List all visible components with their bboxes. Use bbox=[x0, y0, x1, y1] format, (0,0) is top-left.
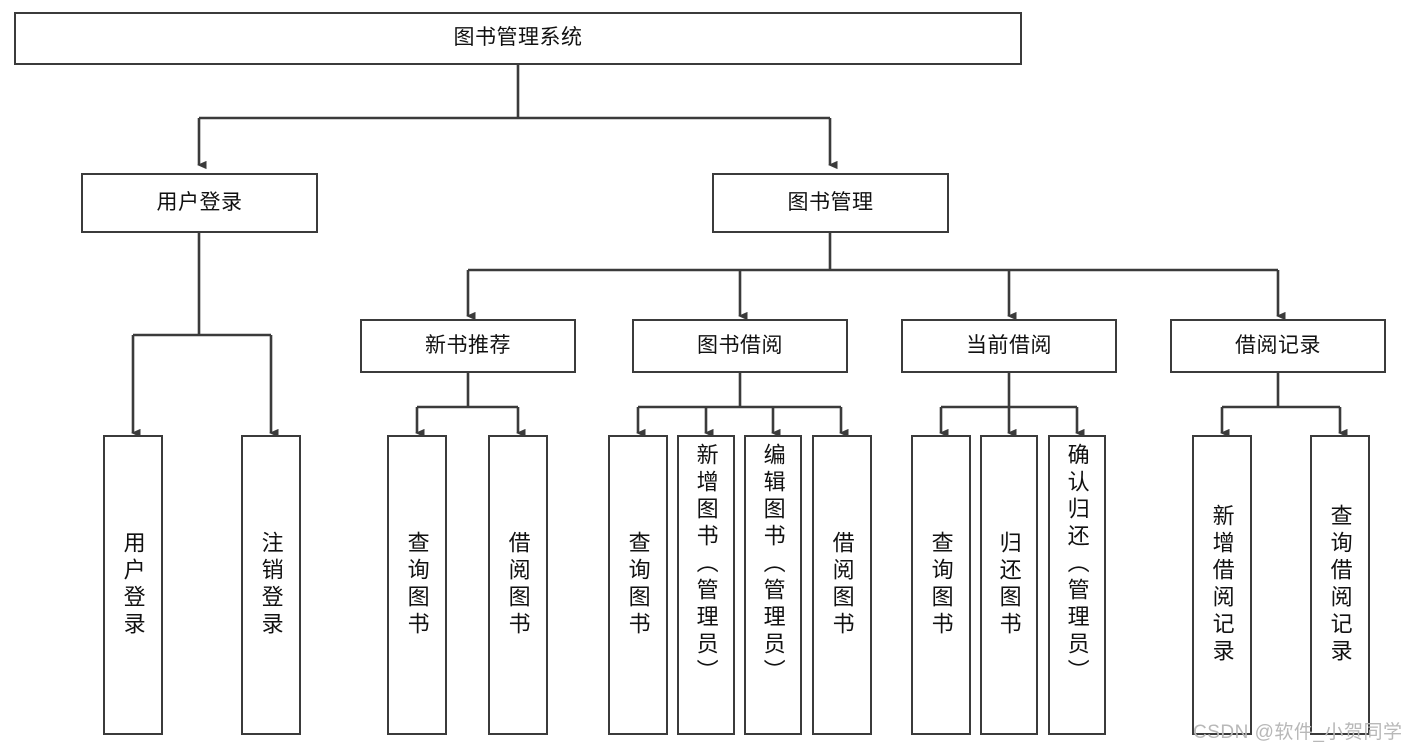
node-leaf-borrow-book-1-label: 借阅图书 bbox=[505, 531, 531, 639]
node-current-borrow[interactable]: 当前借阅 bbox=[901, 319, 1117, 373]
node-root[interactable]: 图书管理系统 bbox=[14, 12, 1022, 65]
node-leaf-query-book-3-label: 查询图书 bbox=[928, 531, 954, 639]
node-leaf-borrow-book-2-label: 借阅图书 bbox=[829, 531, 855, 639]
node-new-book-recommend[interactable]: 新书推荐 bbox=[360, 319, 576, 373]
csdn-watermark: CSDN @软件_小贺同学 bbox=[1193, 722, 1403, 743]
node-leaf-query-record-label: 查询借阅记录 bbox=[1327, 504, 1353, 666]
node-book-manage[interactable]: 图书管理 bbox=[712, 173, 949, 233]
node-leaf-confirm-return-label: 确认归还（管理员） bbox=[1064, 443, 1090, 686]
node-leaf-query-record[interactable]: 查询借阅记录 bbox=[1310, 435, 1370, 735]
node-leaf-add-book[interactable]: 新增图书（管理员） bbox=[677, 435, 735, 735]
node-leaf-user-login[interactable]: 用户登录 bbox=[103, 435, 163, 735]
node-borrow-record[interactable]: 借阅记录 bbox=[1170, 319, 1386, 373]
node-leaf-add-record-label: 新增借阅记录 bbox=[1209, 504, 1235, 666]
node-leaf-edit-book-label: 编辑图书（管理员） bbox=[760, 443, 786, 686]
node-leaf-borrow-book-2[interactable]: 借阅图书 bbox=[812, 435, 872, 735]
node-leaf-query-book-1[interactable]: 查询图书 bbox=[387, 435, 447, 735]
node-leaf-logout-login[interactable]: 注销登录 bbox=[241, 435, 301, 735]
node-book-manage-label: 图书管理 bbox=[787, 190, 874, 214]
node-leaf-borrow-book-1[interactable]: 借阅图书 bbox=[488, 435, 548, 735]
node-book-borrow[interactable]: 图书借阅 bbox=[632, 319, 848, 373]
node-leaf-add-record[interactable]: 新增借阅记录 bbox=[1192, 435, 1252, 735]
node-book-borrow-label: 图书借阅 bbox=[697, 333, 783, 357]
node-leaf-logout-login-label: 注销登录 bbox=[258, 531, 284, 639]
node-leaf-add-book-label: 新增图书（管理员） bbox=[693, 443, 719, 686]
node-leaf-query-book-3[interactable]: 查询图书 bbox=[911, 435, 971, 735]
node-leaf-return-book[interactable]: 归还图书 bbox=[980, 435, 1038, 735]
node-user-login[interactable]: 用户登录 bbox=[81, 173, 318, 233]
node-user-login-label: 用户登录 bbox=[156, 190, 243, 214]
node-borrow-record-label: 借阅记录 bbox=[1235, 333, 1321, 357]
node-leaf-query-book-2[interactable]: 查询图书 bbox=[608, 435, 668, 735]
node-leaf-edit-book[interactable]: 编辑图书（管理员） bbox=[744, 435, 802, 735]
node-new-book-recommend-label: 新书推荐 bbox=[425, 333, 511, 357]
node-leaf-user-login-label: 用户登录 bbox=[120, 531, 146, 639]
node-leaf-return-book-label: 归还图书 bbox=[996, 531, 1022, 639]
node-root-label: 图书管理系统 bbox=[453, 26, 583, 50]
node-leaf-query-book-2-label: 查询图书 bbox=[625, 531, 651, 639]
node-leaf-confirm-return[interactable]: 确认归还（管理员） bbox=[1048, 435, 1106, 735]
node-current-borrow-label: 当前借阅 bbox=[966, 333, 1052, 357]
node-leaf-query-book-1-label: 查询图书 bbox=[404, 531, 430, 639]
